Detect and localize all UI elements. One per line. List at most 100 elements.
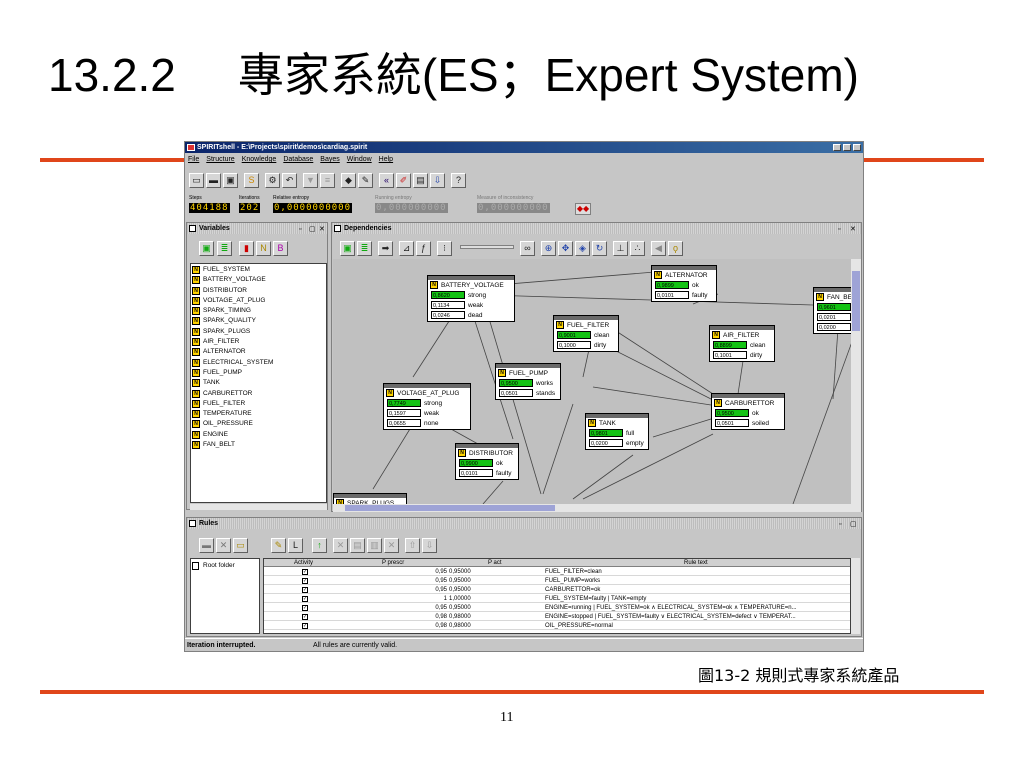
restore-icon[interactable]: ▫ bbox=[839, 521, 842, 528]
node-titlebar[interactable] bbox=[586, 414, 648, 418]
arrow-right-icon[interactable]: ➡ bbox=[378, 241, 393, 256]
grid-icon[interactable]: ⁝ bbox=[437, 241, 452, 256]
tools-icon[interactable]: ⚙ bbox=[265, 173, 280, 188]
node-titlebar[interactable] bbox=[496, 364, 560, 368]
dependencies-vscrollbar[interactable] bbox=[851, 259, 861, 504]
activity-checkbox[interactable]: ✓ bbox=[302, 578, 308, 584]
menu-bayes[interactable]: Bayes bbox=[320, 156, 340, 163]
learn-icon[interactable]: ◆ bbox=[341, 173, 356, 188]
pencil-icon[interactable]: ✎ bbox=[358, 173, 373, 188]
node-titlebar[interactable] bbox=[710, 326, 774, 330]
add-variable-icon[interactable]: ▣ bbox=[199, 241, 214, 256]
rule-paste-icon[interactable]: ▥ bbox=[367, 538, 382, 553]
window-titlebar[interactable]: SPIRITshell - E:\Projects\spirit\demos\c… bbox=[185, 142, 863, 153]
table-row[interactable]: ✓ 0,98 0,98000 ENGINE=stopped | FUEL_SYS… bbox=[264, 613, 850, 621]
open-folder-icon[interactable]: ▬ bbox=[206, 173, 221, 188]
rule-new-icon[interactable]: L bbox=[288, 538, 303, 553]
activity-checkbox[interactable]: ✓ bbox=[302, 614, 308, 620]
table-row[interactable]: ✓ 0,95 0,95000 ENGINE=running | FUEL_SYS… bbox=[264, 604, 850, 612]
function-icon[interactable]: ƒ bbox=[416, 241, 431, 256]
move-icon[interactable]: ✥ bbox=[558, 241, 573, 256]
layout-icon[interactable]: ⊕ bbox=[541, 241, 556, 256]
col-activity[interactable]: Activity bbox=[294, 560, 314, 566]
rule-down-icon[interactable]: ⇩ bbox=[422, 538, 437, 553]
node-titlebar[interactable] bbox=[814, 288, 851, 292]
variable-list-icon[interactable]: ≣ bbox=[217, 241, 232, 256]
node-titlebar[interactable] bbox=[456, 444, 518, 448]
db-icon[interactable]: ▤ bbox=[413, 173, 428, 188]
folder-open-icon[interactable]: ▭ bbox=[233, 538, 248, 553]
rules-header[interactable]: Rules ▫ ▢ bbox=[187, 518, 861, 529]
dependencies-header[interactable]: Dependencies ▫ ✕ bbox=[332, 223, 861, 234]
dependencies-hscrollbar[interactable] bbox=[333, 504, 861, 512]
rewind-icon[interactable]: « bbox=[379, 173, 394, 188]
activity-checkbox[interactable]: ✓ bbox=[302, 587, 308, 593]
rule-cut-icon[interactable]: ✕ bbox=[333, 538, 348, 553]
menu-window[interactable]: Window bbox=[346, 156, 372, 163]
col-p-act[interactable]: P act bbox=[488, 560, 502, 566]
node-titlebar[interactable] bbox=[428, 276, 514, 280]
restore-icon[interactable]: ▫ bbox=[838, 226, 841, 233]
panel-maximize-icon[interactable]: ▢ bbox=[850, 521, 857, 528]
folder-delete-icon[interactable]: ✕ bbox=[216, 538, 231, 553]
activity-checkbox[interactable]: ✓ bbox=[302, 605, 308, 611]
node-list-icon[interactable]: ≣ bbox=[357, 241, 372, 256]
binoculars-icon[interactable]: ∞ bbox=[520, 241, 535, 256]
rule-edit-icon[interactable]: ✎ bbox=[271, 538, 286, 553]
table-row[interactable]: ✓ 0,95 0,95000 CARBURETTOR=ok bbox=[264, 586, 850, 594]
variables-hscrollbar[interactable] bbox=[190, 504, 327, 510]
bulb-icon[interactable]: ϙ bbox=[668, 241, 683, 256]
root-folder-item[interactable]: Root folder bbox=[203, 562, 235, 569]
rotate-icon[interactable]: ↻ bbox=[592, 241, 607, 256]
node-titlebar[interactable] bbox=[712, 394, 784, 398]
variables-header[interactable]: Variables ▫ ▢ ✕ bbox=[187, 223, 327, 234]
rule-delete-icon[interactable]: ✕ bbox=[384, 538, 399, 553]
menu-file[interactable]: File bbox=[188, 156, 200, 163]
node-titlebar[interactable] bbox=[652, 266, 716, 270]
s-icon[interactable]: S bbox=[244, 173, 259, 188]
maximize-button[interactable] bbox=[843, 144, 851, 151]
panel-close-icon[interactable]: ✕ bbox=[850, 226, 856, 233]
table-row[interactable]: ✓ 0,95 0,95000 FUEL_FILTER=clean bbox=[264, 568, 850, 576]
list-icon[interactable]: ≡ bbox=[320, 173, 335, 188]
rule-up-icon[interactable]: ⇧ bbox=[405, 538, 420, 553]
restore-icon[interactable]: ▫ bbox=[299, 226, 302, 233]
node-add-icon[interactable]: ▣ bbox=[340, 241, 355, 256]
menu-knowledge[interactable]: Knowledge bbox=[241, 156, 277, 163]
tree-icon[interactable]: ⊥ bbox=[613, 241, 628, 256]
diamond-icon[interactable]: ◈ bbox=[575, 241, 590, 256]
zoom-slider[interactable] bbox=[460, 245, 514, 249]
back-icon[interactable]: ◀ bbox=[651, 241, 666, 256]
node-titlebar[interactable] bbox=[384, 384, 470, 388]
edit-icon[interactable]: ✐ bbox=[396, 173, 411, 188]
b-variable-icon[interactable]: B bbox=[273, 241, 288, 256]
col-rule-text[interactable]: Rule text bbox=[684, 560, 708, 566]
table-row[interactable]: ✓ 0,98 0,98000 OIL_PRESSURE=normal bbox=[264, 622, 850, 630]
minimize-button[interactable] bbox=[833, 144, 841, 151]
activity-checkbox[interactable]: ✓ bbox=[302, 569, 308, 575]
activity-checkbox[interactable]: ✓ bbox=[302, 623, 308, 629]
